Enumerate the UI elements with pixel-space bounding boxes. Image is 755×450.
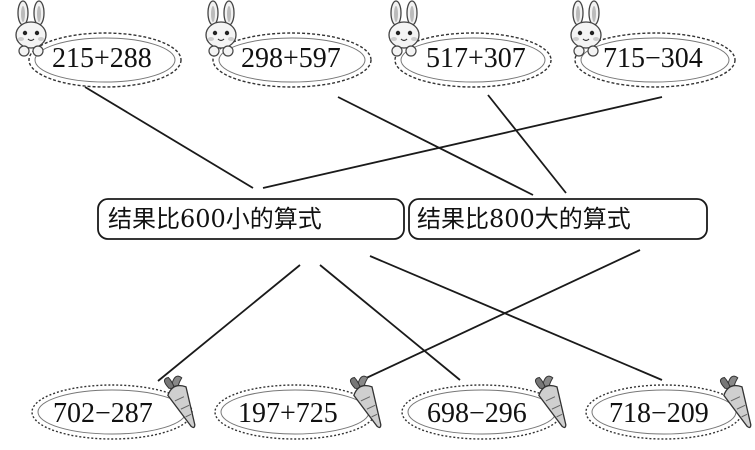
bottom-expression: 197+725 [238,398,338,429]
top-cloud-1 [28,32,182,88]
rabbit-icon [570,0,602,57]
top-clouds [28,32,736,88]
category-label-lt600: 结果比600小的算式 [108,205,322,233]
line-298-to-gt800 [337,96,534,196]
connection-lines [84,86,663,382]
top-expression: 517+307 [426,43,526,74]
rabbit-icon [388,0,420,57]
line-lt600-to-702 [157,264,301,382]
line-gt800-to-197 [361,249,641,381]
rabbit-icon [15,0,47,57]
category-box-lt600 [97,198,405,240]
bottom-expression: 698−296 [427,398,527,429]
top-cloud-2 [212,32,372,88]
top-expression: 715−304 [603,43,703,74]
category-label-gt800: 结果比800大的算式 [417,205,631,233]
top-cloud-3 [394,32,552,88]
top-cloud-4 [574,32,736,88]
bottom-clouds [31,384,743,440]
line-lt600-to-698 [319,264,461,381]
bottom-expression: 718−209 [609,398,709,429]
top-expression: 215+288 [52,43,152,74]
top-cloud-inner [34,37,730,83]
line-715-to-lt600 [262,96,663,189]
line-517-to-gt800 [487,94,567,194]
category-box-gt800 [408,198,708,240]
top-expression: 298+597 [241,43,341,74]
line-lt600-to-718 [369,255,663,381]
bottom-expression: 702−287 [53,398,153,429]
rabbit-icon [205,0,237,57]
line-215-to-lt600 [84,86,254,189]
